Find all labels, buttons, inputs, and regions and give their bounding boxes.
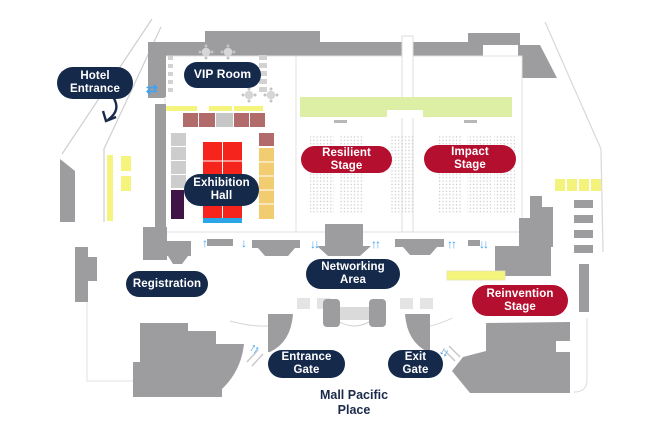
booth-purple	[171, 190, 184, 219]
booth-tan-column	[259, 148, 274, 219]
label-exhibition-hall: Exhibition Hall	[184, 174, 259, 206]
yellow-kiosks	[555, 179, 601, 191]
label-line: Exhibition	[193, 177, 250, 190]
mall-corridor	[401, 35, 414, 233]
label-registration: Registration	[126, 271, 208, 297]
vip-room-furniture	[168, 55, 267, 92]
southeast-building	[452, 322, 570, 393]
label-line: Impact	[451, 146, 489, 159]
flow-arrow-down2-icon: ↓↓	[310, 237, 320, 251]
label-line: Networking	[321, 261, 385, 274]
flow-arrow-down2-icon: ↓↓	[479, 237, 489, 251]
swap-arrow-icon: ⇄	[146, 81, 158, 97]
stage-hall	[295, 35, 523, 233]
label-reinvention-stage: Reinvention Stage	[472, 285, 568, 316]
label-line: Exit	[404, 351, 427, 364]
label-entrance-gate: Entrance Gate	[268, 350, 345, 378]
label-line: Stage	[504, 300, 536, 313]
hotel-entrance-arrow	[101, 96, 118, 123]
mall-name-line: Place	[337, 403, 371, 417]
flow-arrow-up2-icon: ↑↑	[447, 237, 457, 251]
flow-arrow-up2-icon: ↑↑	[371, 237, 381, 251]
label-impact-stage: Impact Stage	[424, 145, 516, 173]
label-exit-gate: Exit Gate	[388, 350, 443, 378]
label-line: Hotel	[80, 70, 110, 83]
stage-strip	[300, 97, 512, 117]
mall-name-line: Mall Pacific	[319, 388, 389, 402]
label-line: Entrance	[281, 351, 332, 364]
label-line: Resilient	[322, 146, 371, 159]
booth-yellow-row	[166, 106, 263, 111]
flow-arrow-up-icon: ↑	[202, 236, 208, 250]
label-line: Gate	[293, 364, 320, 376]
label-line: Entrance	[69, 83, 120, 95]
booth-blue-strip	[203, 218, 242, 223]
label-line: Reinvention	[486, 287, 554, 300]
vip-round-tables	[198, 44, 279, 103]
stairs	[574, 200, 593, 253]
mid-wall	[143, 218, 551, 276]
label-resilient-stage: Resilient Stage	[301, 146, 392, 173]
label-line: Area	[340, 274, 366, 286]
booth-mauve-row	[183, 113, 265, 127]
label-line: Registration	[132, 277, 202, 290]
entrance-plaza	[229, 298, 461, 367]
label-line: Stage	[454, 159, 486, 171]
flow-arrow-down-icon: ↓	[241, 236, 247, 250]
mall-name-label: Mall Pacific Place	[298, 388, 410, 418]
label-line: VIP Room	[193, 67, 252, 82]
label-line: Gate	[402, 364, 429, 376]
booth-gray-stack	[171, 133, 186, 188]
label-hotel-entrance: Hotel Entrance	[57, 67, 133, 99]
registration-building	[75, 247, 244, 397]
label-line: Stage	[330, 159, 363, 172]
label-networking-area: Networking Area	[306, 259, 400, 289]
label-line: Hall	[210, 190, 233, 202]
label-vip-room: VIP Room	[184, 62, 261, 88]
hotel-road	[60, 18, 162, 222]
